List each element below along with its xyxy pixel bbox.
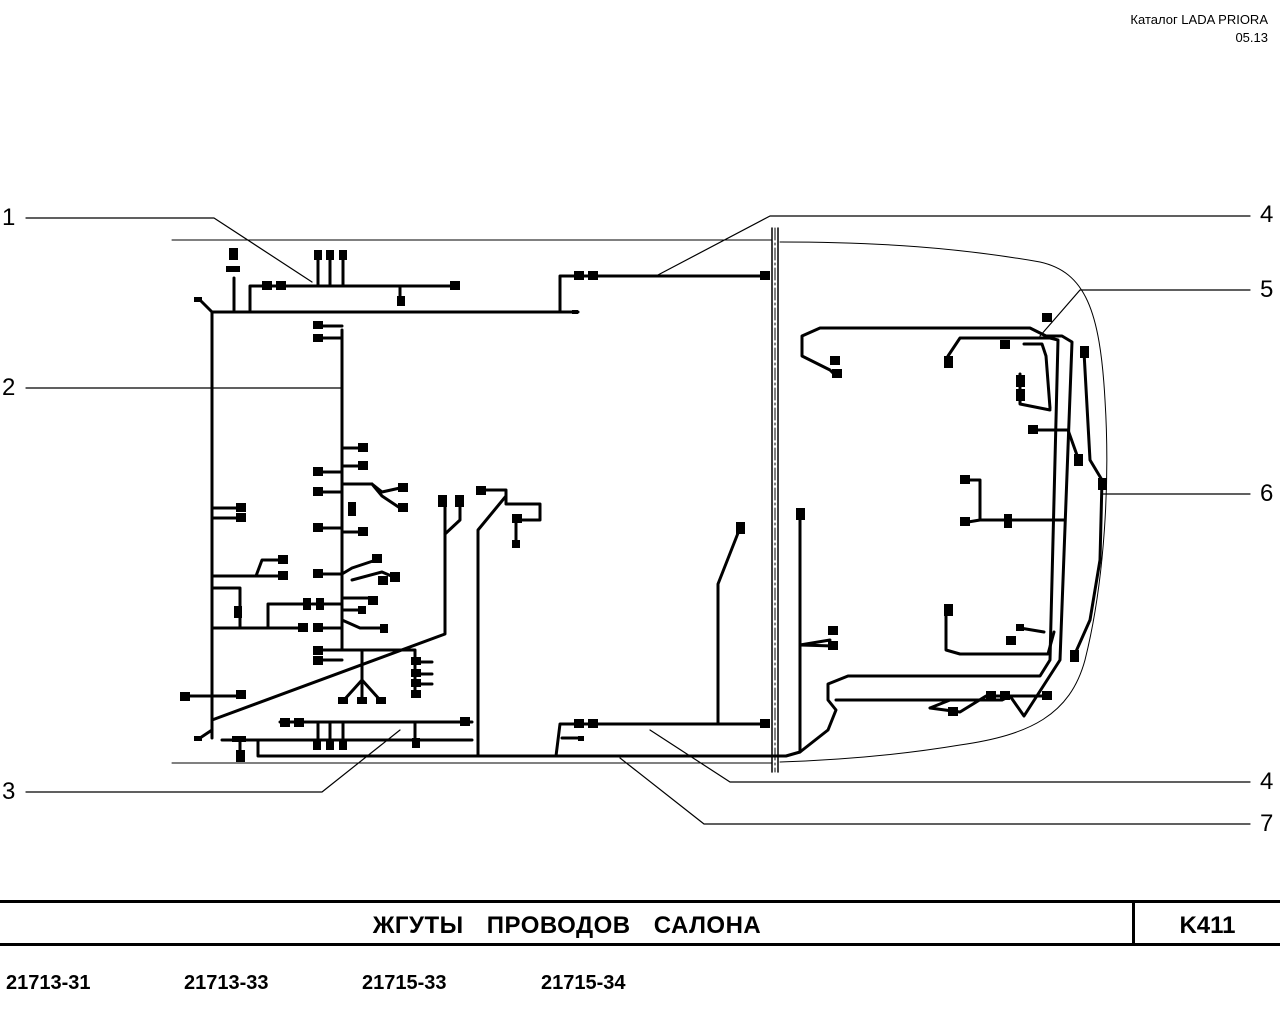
model-code-2: 21713-33 <box>184 972 269 994</box>
model-code-1: 21713-31 <box>6 972 91 994</box>
leader-3 <box>25 729 401 793</box>
leader-7 <box>619 757 1251 825</box>
callout-2: 2 <box>2 374 16 401</box>
leader-1 <box>25 217 313 283</box>
callout-6: 6 <box>1260 480 1274 507</box>
leader-lines <box>25 215 1251 825</box>
harness-5-6 <box>768 326 1104 758</box>
harness-3 <box>278 488 542 758</box>
wiring-harness-diagram <box>25 215 1251 825</box>
title-bar: ЖГУТЫ ПРОВОДОВ САЛОНА K411 <box>0 900 1280 946</box>
callout-1: 1 <box>2 204 16 231</box>
diagram-title: ЖГУТЫ ПРОВОДОВ САЛОНА <box>372 912 762 939</box>
center-separator <box>771 227 779 773</box>
model-code-4: 21715-34 <box>541 972 626 994</box>
callout-4-top: 4 <box>1260 201 1274 228</box>
car-body-outline <box>171 239 1108 764</box>
harness-1 <box>198 256 762 758</box>
callout-3: 3 <box>2 778 16 805</box>
model-code-3: 21715-33 <box>362 972 447 994</box>
catalog-date: 05.13 <box>1235 30 1268 45</box>
callout-7: 7 <box>1260 810 1274 837</box>
leader-4a <box>655 215 1251 277</box>
diagram-code: K411 <box>1179 912 1236 939</box>
leader-4b <box>649 729 1251 783</box>
callout-4-bottom: 4 <box>1260 768 1274 795</box>
leader-5 <box>1039 289 1251 337</box>
callout-5: 5 <box>1260 276 1274 303</box>
connectors <box>180 248 1107 762</box>
title-divider <box>1132 903 1135 943</box>
catalog-name: Каталог LADA PRIORA <box>1130 12 1268 27</box>
